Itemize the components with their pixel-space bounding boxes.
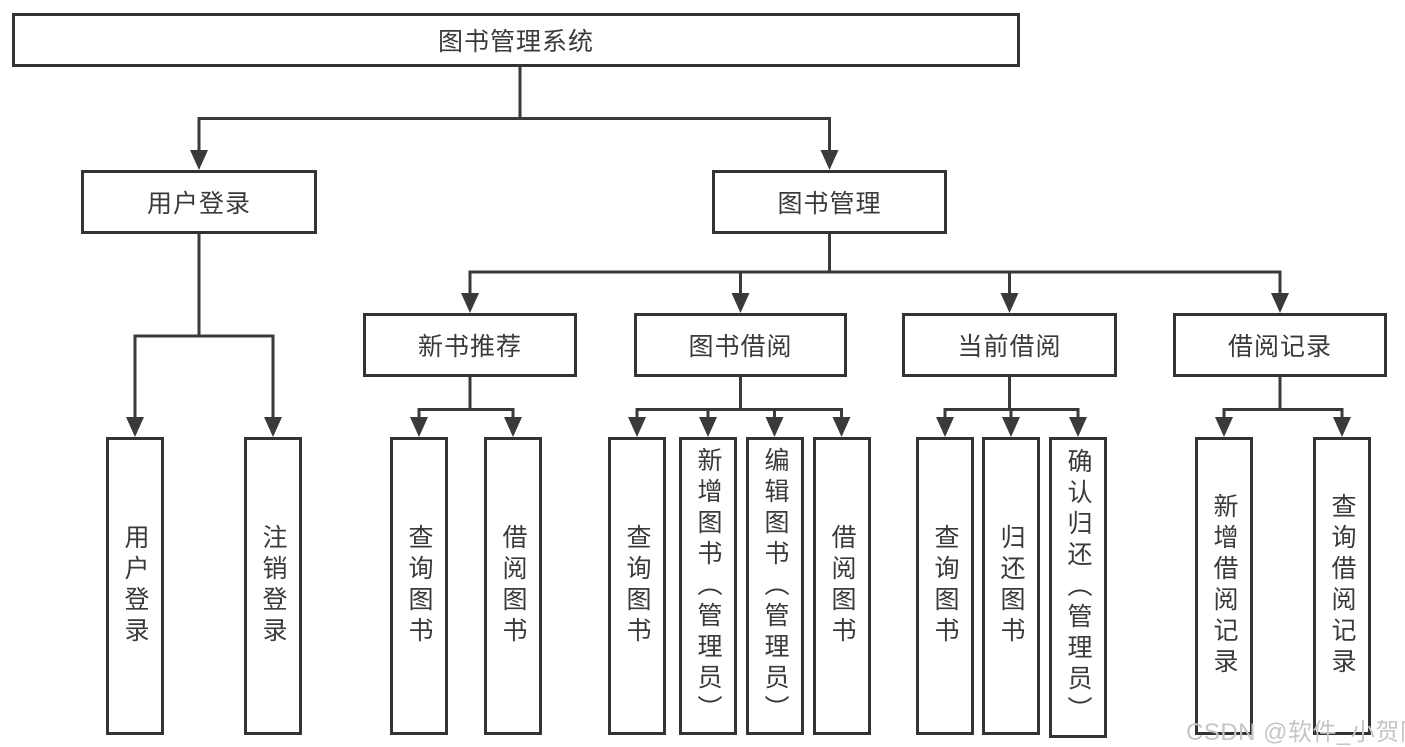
- arrowhead-icon: [765, 417, 784, 437]
- arrowhead-icon: [1215, 417, 1233, 437]
- connector-userlogin-to-children: [133, 232, 275, 423]
- leaf-query-books-borrowing: 查询图书: [608, 437, 666, 735]
- arrowhead-icon: [264, 417, 282, 437]
- arrowhead-icon: [628, 417, 646, 437]
- csdn-watermark: CSDN @软件_小贺同学: [1186, 719, 1405, 746]
- arrowhead-icon: [832, 417, 851, 437]
- node-book-management: 图书管理: [712, 170, 947, 234]
- node-new-book-recommend: 新书推荐: [363, 313, 577, 377]
- arrowhead-icon: [1069, 417, 1087, 437]
- leaf-add-books-admin: 新增图书（管理员）: [679, 437, 737, 735]
- node-current-borrowing: 当前借阅: [902, 313, 1117, 377]
- connector-modules-to-leaves: [417, 375, 1344, 423]
- arrowhead-icon: [461, 293, 479, 313]
- arrowhead-icon: [1002, 417, 1020, 437]
- arrowhead-icon: [936, 417, 954, 437]
- arrowhead-icon: [820, 150, 839, 170]
- arrowhead-icon: [699, 417, 717, 437]
- leaf-user-login: 用户登录: [106, 437, 164, 735]
- leaf-confirm-return-admin: 确认归还（管理员）: [1049, 437, 1107, 738]
- leaf-add-borrow-record: 新增借阅记录: [1195, 437, 1253, 735]
- arrowheads: [126, 150, 1351, 437]
- arrowhead-icon: [410, 417, 428, 437]
- leaf-borrow-books-recommend: 借阅图书: [484, 437, 542, 735]
- connector-bookmgmt-to-modules: [468, 232, 1282, 299]
- leaf-return-books: 归还图书: [982, 437, 1040, 735]
- arrowhead-icon: [731, 293, 750, 313]
- arrowhead-icon: [504, 417, 522, 437]
- node-borrowing-records: 借阅记录: [1173, 313, 1387, 377]
- leaf-query-books-current: 查询图书: [916, 437, 974, 735]
- connector-root-to-level2: [197, 65, 831, 156]
- arrowhead-icon: [1000, 293, 1019, 313]
- arrowhead-icon: [1271, 293, 1289, 313]
- leaf-query-books-recommend: 查询图书: [390, 437, 448, 735]
- leaf-edit-books-admin: 编辑图书（管理员）: [746, 437, 804, 735]
- leaf-logout: 注销登录: [244, 437, 302, 735]
- node-root: 图书管理系统: [12, 13, 1020, 67]
- node-user-login: 用户登录: [81, 170, 317, 234]
- leaf-query-borrow-record: 查询借阅记录: [1313, 437, 1371, 735]
- arrowhead-icon: [126, 417, 144, 437]
- arrowhead-icon: [190, 150, 208, 170]
- node-book-borrowing: 图书借阅: [634, 313, 847, 377]
- leaf-borrow-books-borrowing: 借阅图书: [813, 437, 871, 735]
- arrowhead-icon: [1333, 417, 1351, 437]
